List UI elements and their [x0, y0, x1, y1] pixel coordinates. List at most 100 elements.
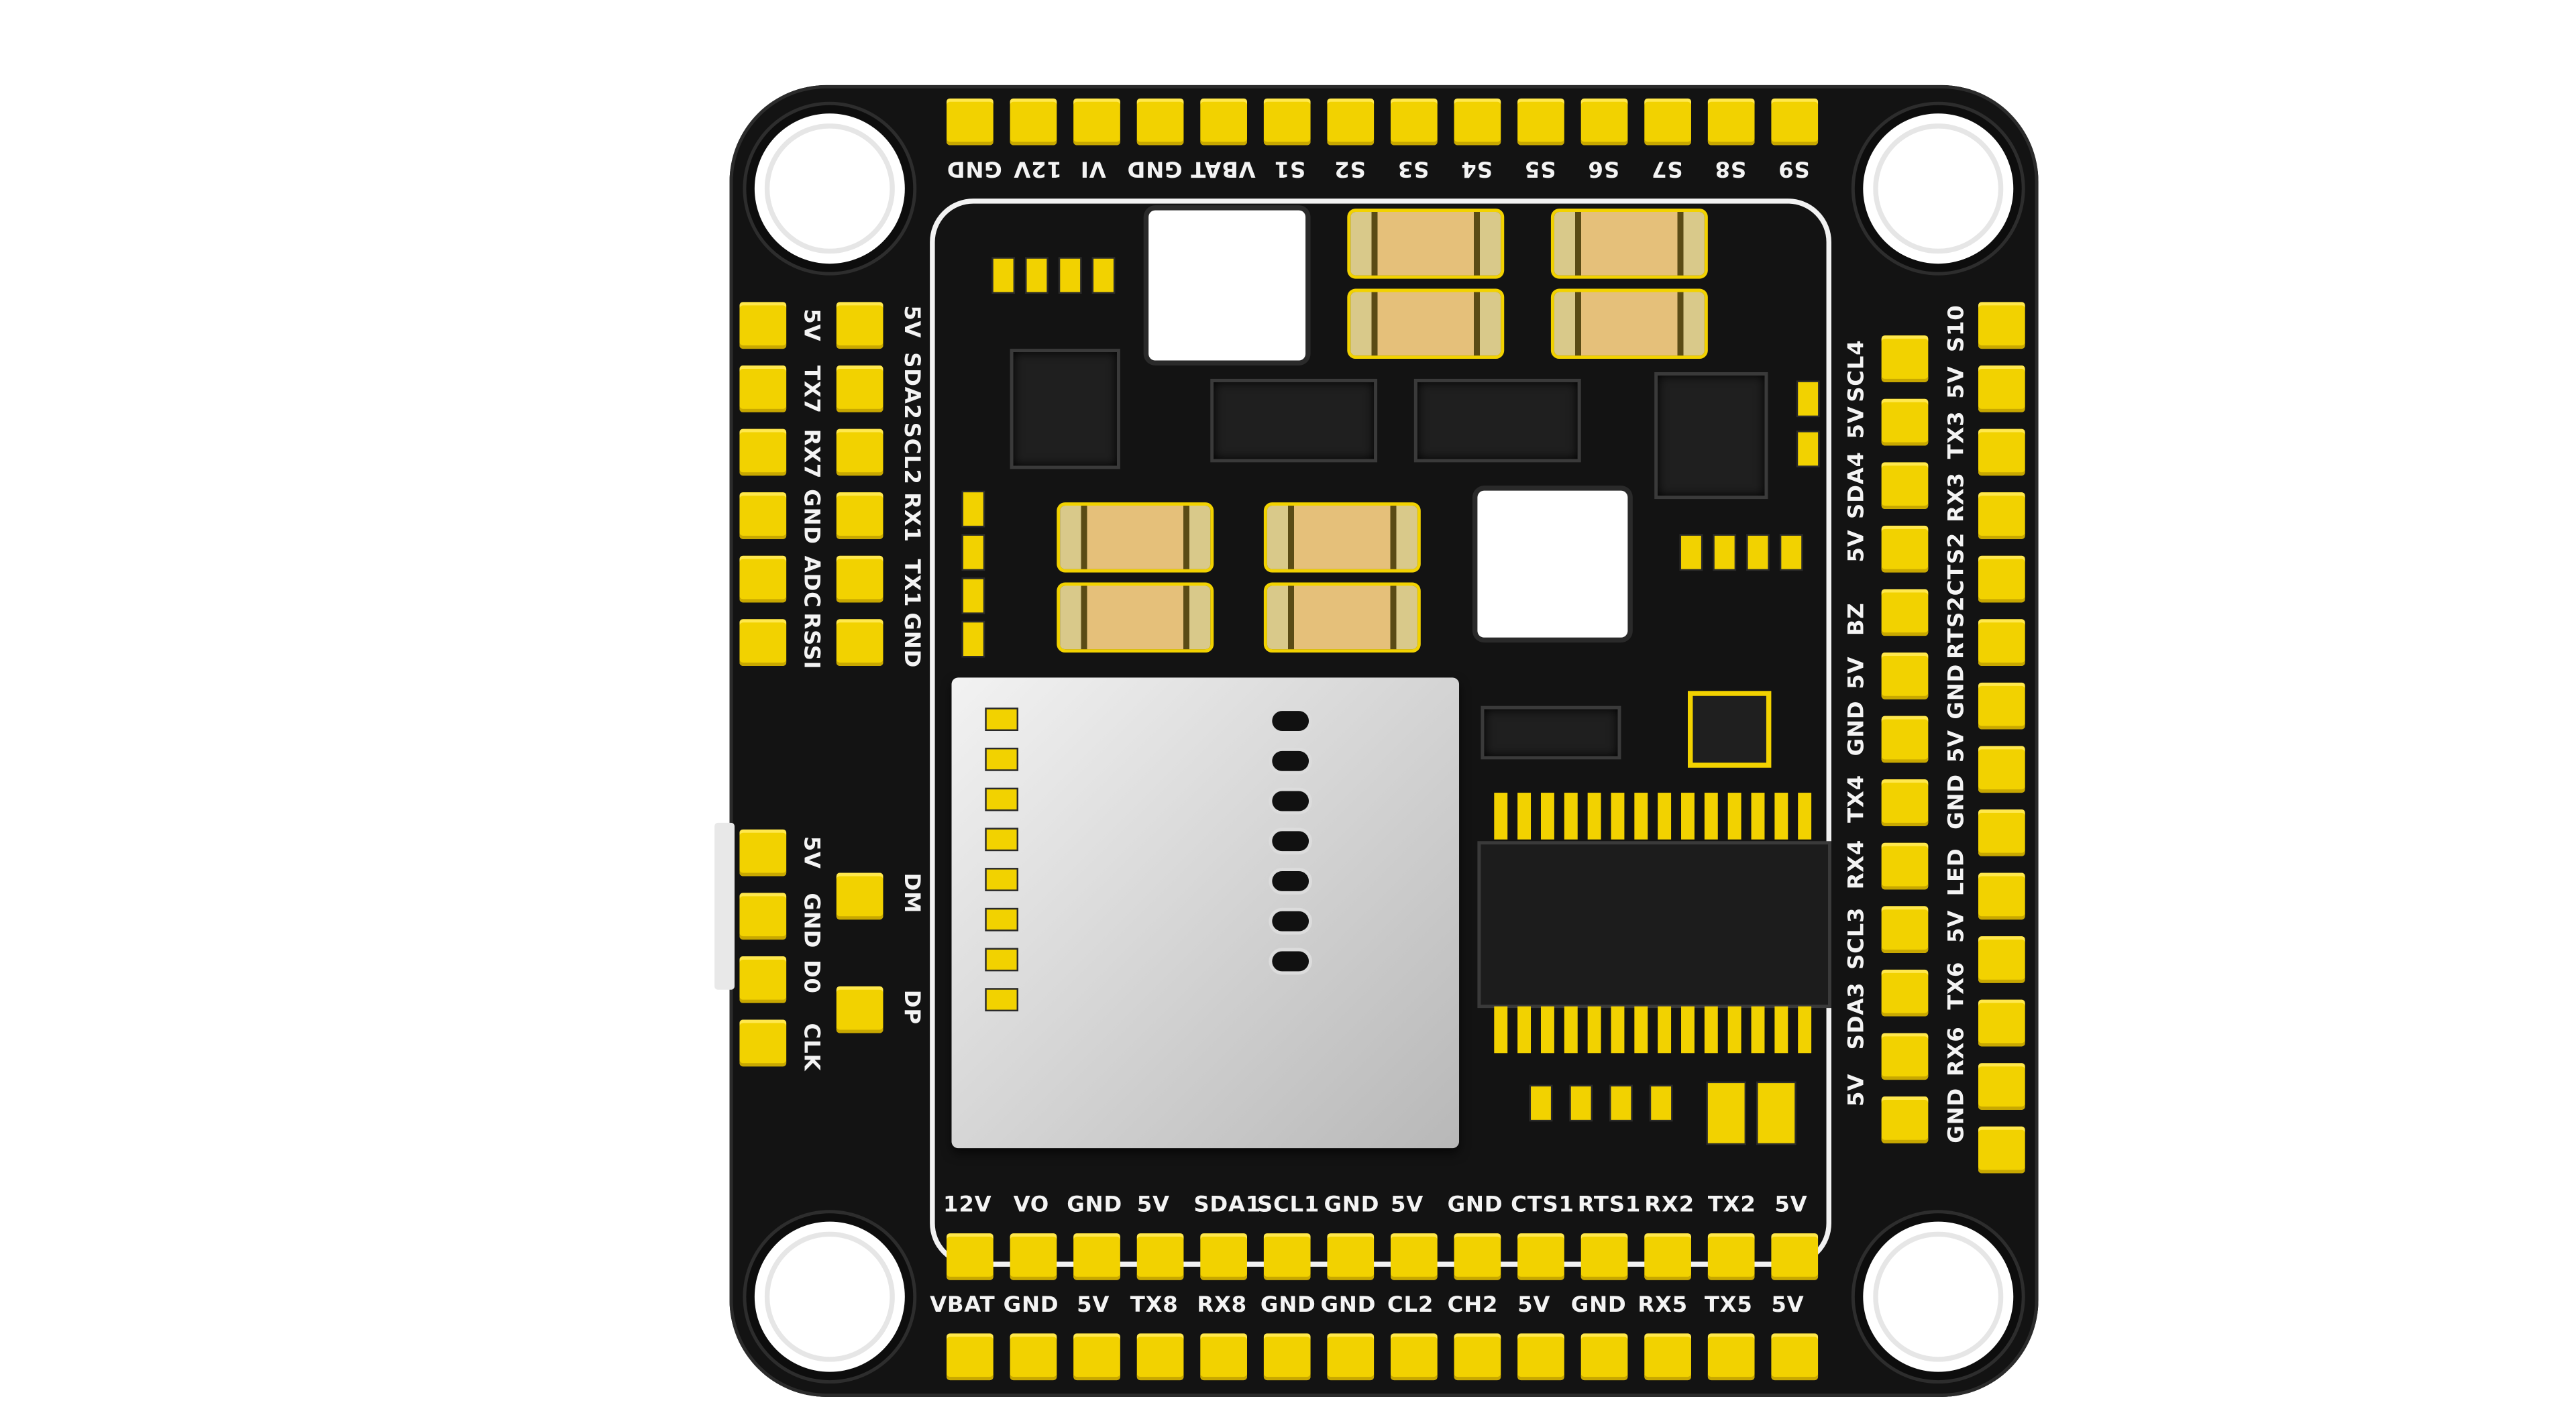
smd-component [1748, 535, 1768, 569]
regulator-chip [1013, 352, 1117, 466]
smd-component [1651, 1086, 1672, 1120]
pad-label: TX4 [1844, 775, 1870, 823]
sd-contact [1272, 911, 1309, 932]
usb-label: DM [898, 872, 924, 914]
solder-pad [1200, 1333, 1247, 1381]
ic-pin [1517, 793, 1532, 840]
pad-label: 5V [1077, 1293, 1110, 1318]
solder-pad [1136, 1233, 1184, 1280]
smd-component [963, 622, 983, 657]
solder-pad [739, 365, 787, 412]
pad-label: RTS1 [1577, 1193, 1642, 1219]
pad-label: TX5 [1704, 1293, 1753, 1318]
pad-label: GND [947, 155, 1002, 180]
smd-component [1093, 258, 1114, 292]
pad-label: SCL3 [1844, 907, 1870, 970]
sd-contact [1272, 831, 1309, 852]
solder-pad [1644, 1233, 1691, 1280]
ic-pin [1540, 1006, 1554, 1054]
solder-pad [947, 1333, 994, 1381]
solder-pad [1010, 98, 1057, 146]
mounting-hole-top-right [1863, 113, 2014, 264]
capacitor [1350, 212, 1501, 276]
solder-pad [1881, 716, 1929, 763]
smd-component [963, 535, 983, 569]
solder-pad [1978, 555, 2025, 603]
usb-connector-edge [714, 822, 735, 990]
ic-pin [1587, 793, 1601, 840]
ic-pin [1658, 1006, 1672, 1054]
ic-pin [1611, 793, 1625, 840]
pad-label: GND [1320, 1293, 1377, 1318]
pad-label: S10 [1945, 304, 1970, 353]
solder-pad [1136, 98, 1184, 146]
ic-pin [1798, 793, 1812, 840]
mounting-hole-bottom-left [754, 1221, 905, 1372]
ic-pin [1681, 1006, 1695, 1054]
solder-pad [1263, 1333, 1311, 1381]
solder-pad [1644, 1333, 1691, 1381]
sd-contact [1272, 711, 1309, 732]
pad-label: 5V [1844, 1073, 1870, 1107]
solder-pad [1073, 1333, 1120, 1381]
pad-label: 5V [1945, 730, 1970, 763]
pad-label: S7 [1651, 155, 1683, 180]
solder-pad [947, 98, 994, 146]
microsd-card-slot [951, 677, 1460, 1149]
solder-pad [1881, 1033, 1929, 1080]
usb-pad-dp [836, 986, 883, 1033]
solder-pad [1881, 335, 1929, 382]
pad-label: 5V [1517, 1293, 1551, 1318]
solder-pad [1978, 999, 2025, 1047]
pad-label: 5V [1844, 529, 1870, 563]
capacitor [1267, 585, 1417, 650]
pad-label: GND [1003, 1293, 1059, 1318]
solder-pad [739, 492, 787, 539]
smd-component [963, 492, 983, 526]
pad-label: 5V [1844, 406, 1870, 439]
pad-label: VI [1080, 155, 1106, 180]
solder-pad [1881, 462, 1929, 510]
solder-pad [1881, 842, 1929, 890]
pad-label: 12V [1013, 155, 1062, 180]
sd-contact [1272, 750, 1309, 771]
main-processor-chip [1481, 844, 1829, 1005]
component-area-outline [930, 199, 1831, 1267]
solder-pad [1454, 1233, 1501, 1280]
pad-label: S9 [1778, 155, 1810, 180]
solder-pad [836, 365, 883, 412]
smd-component [1758, 1083, 1795, 1143]
solder-pad [1978, 429, 2025, 476]
solder-pad [1707, 1233, 1755, 1280]
solder-pad [1454, 1333, 1501, 1381]
pad-label: GND [1260, 1293, 1316, 1318]
pad-label: SDA1 [1193, 1193, 1262, 1219]
solder-pad [1978, 682, 2025, 730]
solder-pad [739, 1019, 787, 1067]
solder-pad [739, 956, 787, 1003]
flight-controller-board: GND 12V VI GND VBAT S1 S2 S3 S4 S5 S6 S7… [729, 84, 2039, 1397]
solder-pad [1978, 619, 2025, 666]
solder-pad [739, 619, 787, 666]
smd-component [1798, 382, 1819, 416]
sd-contact [1272, 791, 1309, 811]
solder-pad [1454, 98, 1501, 146]
ic-pin [1774, 793, 1788, 840]
pad-label: GND [1324, 1193, 1380, 1219]
solder-pad [1327, 1333, 1375, 1381]
pad-label: TX6 [1945, 961, 1970, 1010]
solder-pad [1327, 1233, 1375, 1280]
sd-pin [986, 989, 1017, 1010]
solder-pad [1707, 98, 1755, 146]
pad-label: SDA4 [1844, 451, 1870, 519]
pad-label: GND [1844, 700, 1870, 756]
solder-pad [1073, 1233, 1120, 1280]
solder-pad [1517, 98, 1564, 146]
pad-label: 5V [798, 308, 823, 342]
pad-label: RX3 [1945, 472, 1970, 522]
pad-label: 5V [1945, 365, 1970, 399]
capacitor [1267, 506, 1417, 569]
smd-component [1570, 1086, 1591, 1120]
pad-label: RX5 [1638, 1293, 1688, 1318]
solder-pad [1771, 1333, 1819, 1381]
